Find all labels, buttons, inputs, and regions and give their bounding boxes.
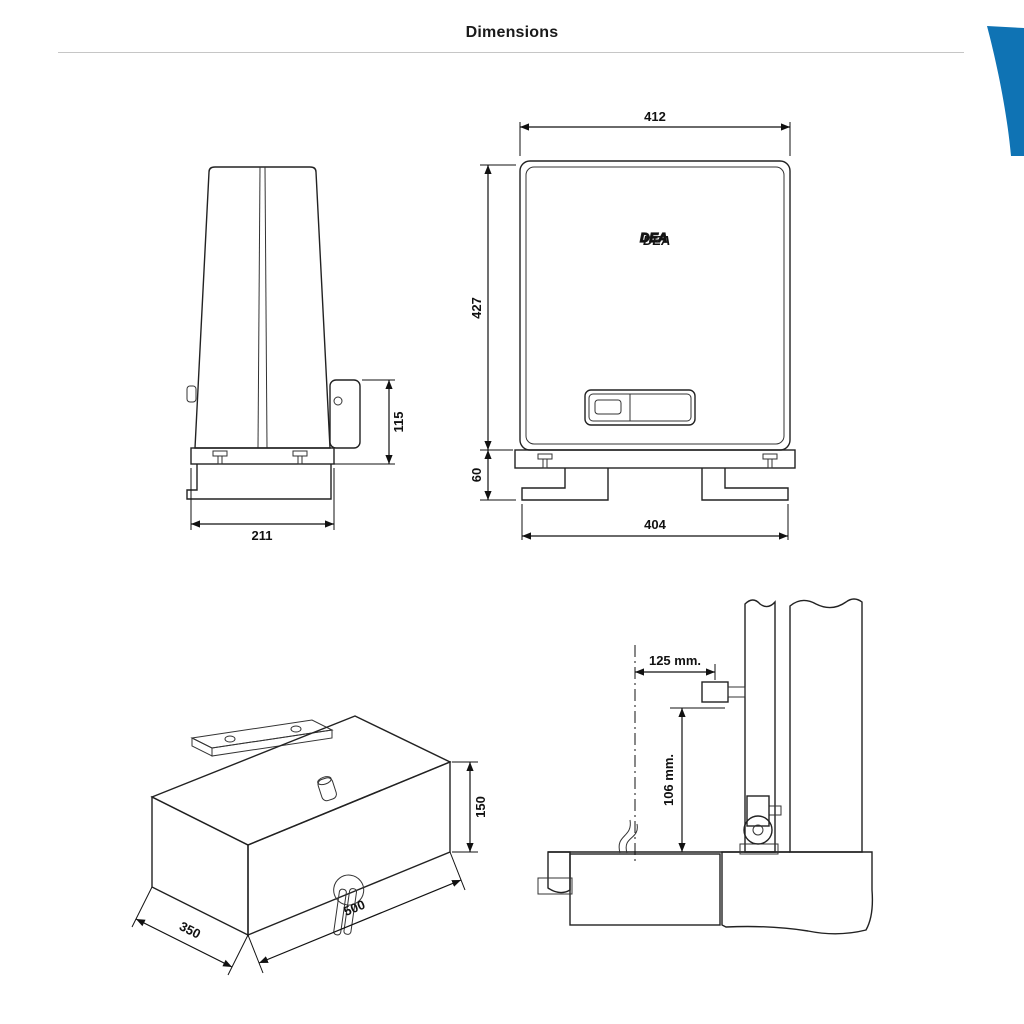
foundation-pit	[537, 819, 721, 926]
plate-slot	[224, 735, 236, 743]
foot-bracket-right	[701, 468, 789, 501]
dim-label-404: 404	[644, 517, 666, 532]
lock-cylinder	[594, 399, 622, 415]
dim-label-350: 350	[177, 918, 203, 941]
dim-350: 350	[131, 886, 249, 976]
dim-label-125mm: 125 mm.	[649, 653, 701, 668]
box-left-face	[151, 795, 249, 937]
foundation-bracket	[186, 464, 332, 500]
base-plate-side	[186, 447, 335, 500]
roller-bracket	[746, 795, 770, 827]
logo-shadow: DEA	[643, 233, 670, 248]
side-view-drawing: 115 211	[186, 166, 406, 543]
concrete-base-box	[150, 715, 452, 937]
accent-swoosh	[987, 26, 1024, 156]
dim-115: 115	[334, 379, 406, 465]
dim-427: 427	[470, 164, 516, 451]
cable	[625, 823, 638, 854]
dim-label-106mm: 106 mm.	[661, 754, 676, 806]
dea-logo: DEA DEA	[639, 229, 670, 248]
release-knob	[186, 385, 197, 403]
wheel-hub	[752, 824, 764, 836]
foot-bracket-left	[521, 468, 609, 501]
dim-label-150: 150	[473, 796, 488, 818]
dim-150: 150	[452, 761, 488, 853]
anchor-plate	[190, 719, 334, 757]
dim-125mm: 125 mm.	[635, 653, 716, 680]
corner-accent-shape	[987, 26, 1024, 156]
anchor-bolt	[762, 453, 778, 469]
anchor-bolt	[292, 450, 308, 465]
roller-assembly	[739, 795, 782, 855]
motor-body-side	[186, 166, 331, 449]
dim-412: 412	[519, 109, 791, 156]
cable	[618, 819, 631, 854]
dim-label-60: 60	[470, 468, 484, 482]
dim-label-115: 115	[391, 412, 406, 433]
ground-mass	[547, 851, 874, 935]
wall-section	[789, 598, 863, 853]
wall-anchor-bolt	[701, 681, 746, 703]
front-view-drawing: DEA DEA 412	[470, 109, 796, 540]
dim-500: 500	[247, 851, 466, 974]
logo-text: DEA	[640, 230, 667, 245]
bracket-bolt	[333, 396, 343, 406]
title-rule	[58, 52, 964, 53]
page-title: Dimensions	[465, 24, 559, 41]
roller-wheel	[743, 815, 773, 845]
dim-60: 60	[470, 450, 516, 501]
dim-label-427: 427	[470, 297, 484, 319]
dim-404: 404	[521, 504, 789, 540]
anchor-bolt	[537, 453, 553, 469]
conduit-elbow	[317, 776, 337, 802]
base-assembly-front	[514, 449, 796, 501]
gate-post	[744, 599, 776, 853]
dim-211: 211	[190, 468, 335, 543]
dim-106mm: 106 mm.	[661, 707, 725, 852]
dim-label-412: 412	[644, 109, 666, 124]
conduit-stub	[537, 877, 573, 895]
slide-bracket-side	[329, 379, 361, 449]
dim-label-211: 211	[252, 528, 273, 543]
release-hatch	[584, 389, 696, 426]
ground-left-edge	[547, 851, 571, 894]
anchor-bolt	[212, 450, 228, 465]
foundation-drawing: 150 350 500	[131, 715, 488, 976]
installation-drawing: 125 mm. 106 mm.	[537, 598, 874, 935]
motor-housing-front	[519, 160, 791, 451]
plate-slot	[290, 725, 302, 733]
